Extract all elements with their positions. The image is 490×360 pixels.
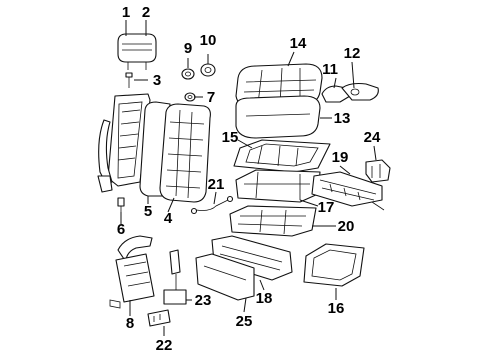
callout-5: 5 [144, 203, 152, 220]
buckle-anchor-plate [147, 309, 171, 327]
callout-14: 14 [290, 35, 307, 52]
callout-10: 10 [200, 32, 217, 49]
callout-2: 2 [142, 4, 150, 21]
callout-23: 23 [195, 292, 212, 309]
leader-lines [120, 20, 377, 336]
headrest [117, 33, 157, 70]
callout-24: 24 [364, 129, 381, 146]
anchor-bolt [117, 197, 125, 212]
callout-25: 25 [236, 313, 253, 330]
headrest-guide [125, 72, 133, 88]
knob-bushing [200, 63, 216, 77]
seat-pan-frame [233, 139, 331, 173]
callout-3: 3 [153, 72, 161, 89]
callout-12: 12 [344, 45, 361, 62]
callout-8: 8 [126, 315, 134, 332]
callout-labels: 1 2 3 4 5 6 7 8 9 10 11 12 13 14 15 16 1… [117, 4, 381, 354]
callout-21: 21 [208, 176, 225, 193]
side-trim-panel [195, 235, 293, 301]
callout-16: 16 [328, 300, 345, 317]
callout-6: 6 [117, 221, 125, 238]
side-shield [321, 82, 379, 103]
callout-17: 17 [318, 199, 335, 216]
callout-7: 7 [207, 89, 215, 106]
seat-track [311, 171, 385, 211]
callout-9: 9 [184, 40, 192, 57]
callout-11: 11 [322, 61, 338, 78]
seat-base [229, 205, 317, 237]
callout-18: 18 [256, 290, 273, 307]
callout-13: 13 [334, 110, 351, 127]
cup-holder [365, 159, 391, 183]
seat-cushion-foam [235, 95, 321, 139]
release-cable [190, 195, 234, 215]
callout-22: 22 [156, 337, 173, 354]
callout-15: 15 [222, 129, 239, 146]
recliner-knob [181, 68, 195, 80]
buckle-strap [163, 249, 187, 305]
callout-19: 19 [332, 149, 349, 166]
callout-1: 1 [122, 4, 130, 21]
callout-20: 20 [338, 218, 355, 235]
callout-4: 4 [164, 210, 173, 227]
seat-back-cover [159, 103, 211, 203]
washer [184, 92, 196, 102]
seat-riser [235, 169, 321, 203]
storage-tray [303, 243, 365, 287]
belt-retractor-assembly [109, 235, 155, 309]
